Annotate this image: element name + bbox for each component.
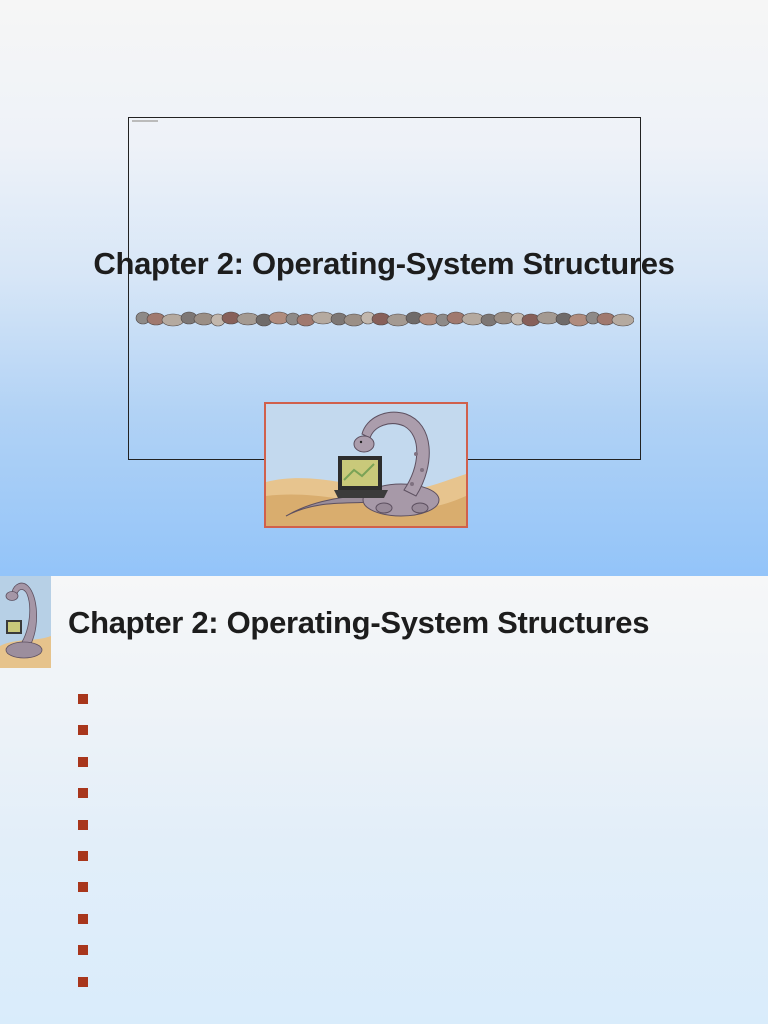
square-bullet-icon bbox=[78, 913, 88, 924]
bullet-item bbox=[78, 788, 102, 819]
pebble bbox=[386, 313, 410, 327]
bullet-list bbox=[78, 694, 102, 1008]
bullet-item bbox=[78, 756, 102, 788]
bullet-item bbox=[78, 850, 102, 882]
title-slide-heading: Chapter 2: Operating-System Structures bbox=[93, 246, 675, 281]
pebble bbox=[461, 312, 485, 326]
content-slide: Chapter 2: Operating-System Structures bbox=[0, 576, 768, 1024]
bullet-item bbox=[78, 725, 102, 756]
frame-marker bbox=[132, 120, 158, 122]
corner-dinosaur-illustration bbox=[0, 576, 51, 668]
pebble bbox=[536, 311, 560, 325]
bullet-item bbox=[78, 913, 102, 945]
pebble-divider-image bbox=[135, 311, 634, 327]
square-bullet-icon bbox=[78, 788, 88, 799]
square-bullet-icon bbox=[78, 976, 88, 987]
bullet-item bbox=[78, 976, 102, 1008]
pebble bbox=[611, 313, 634, 327]
square-bullet-icon bbox=[78, 694, 88, 704]
square-bullet-icon bbox=[78, 725, 88, 736]
title-slide: Chapter 2: Operating-System Structures bbox=[0, 0, 768, 576]
square-bullet-icon bbox=[78, 850, 88, 861]
bullet-item bbox=[78, 882, 102, 913]
pebble bbox=[568, 313, 590, 327]
content-slide-heading: Chapter 2: Operating-System Structures bbox=[68, 605, 650, 640]
pebble bbox=[236, 312, 260, 326]
bullet-item bbox=[78, 694, 102, 725]
square-bullet-icon bbox=[78, 882, 88, 893]
pebble bbox=[343, 313, 365, 327]
square-bullet-icon bbox=[78, 756, 88, 767]
pebble bbox=[161, 313, 185, 327]
square-bullet-icon bbox=[78, 945, 88, 956]
bullet-item bbox=[78, 945, 102, 976]
pebble bbox=[311, 311, 335, 325]
dinosaur-laptop-illustration bbox=[264, 402, 468, 528]
bullet-item bbox=[78, 819, 102, 851]
square-bullet-icon bbox=[78, 819, 88, 830]
